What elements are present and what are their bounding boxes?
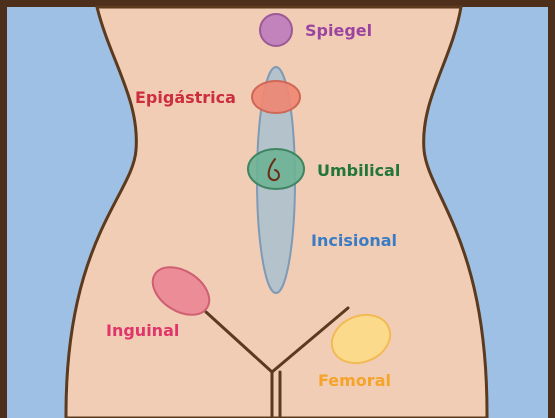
epigastrica-zone xyxy=(252,81,300,113)
spiegel-zone xyxy=(260,14,292,46)
incisional-label: Incisional xyxy=(311,231,397,250)
inguinal-label: Inguinal xyxy=(106,321,179,340)
umbilical-zone xyxy=(248,149,304,189)
epigastrica-label: Epigástrica xyxy=(135,88,236,107)
femoral-label: Femoral xyxy=(318,371,391,390)
umbilical-label: Umbilical xyxy=(317,161,400,180)
spiegel-label: Spiegel xyxy=(305,21,372,40)
